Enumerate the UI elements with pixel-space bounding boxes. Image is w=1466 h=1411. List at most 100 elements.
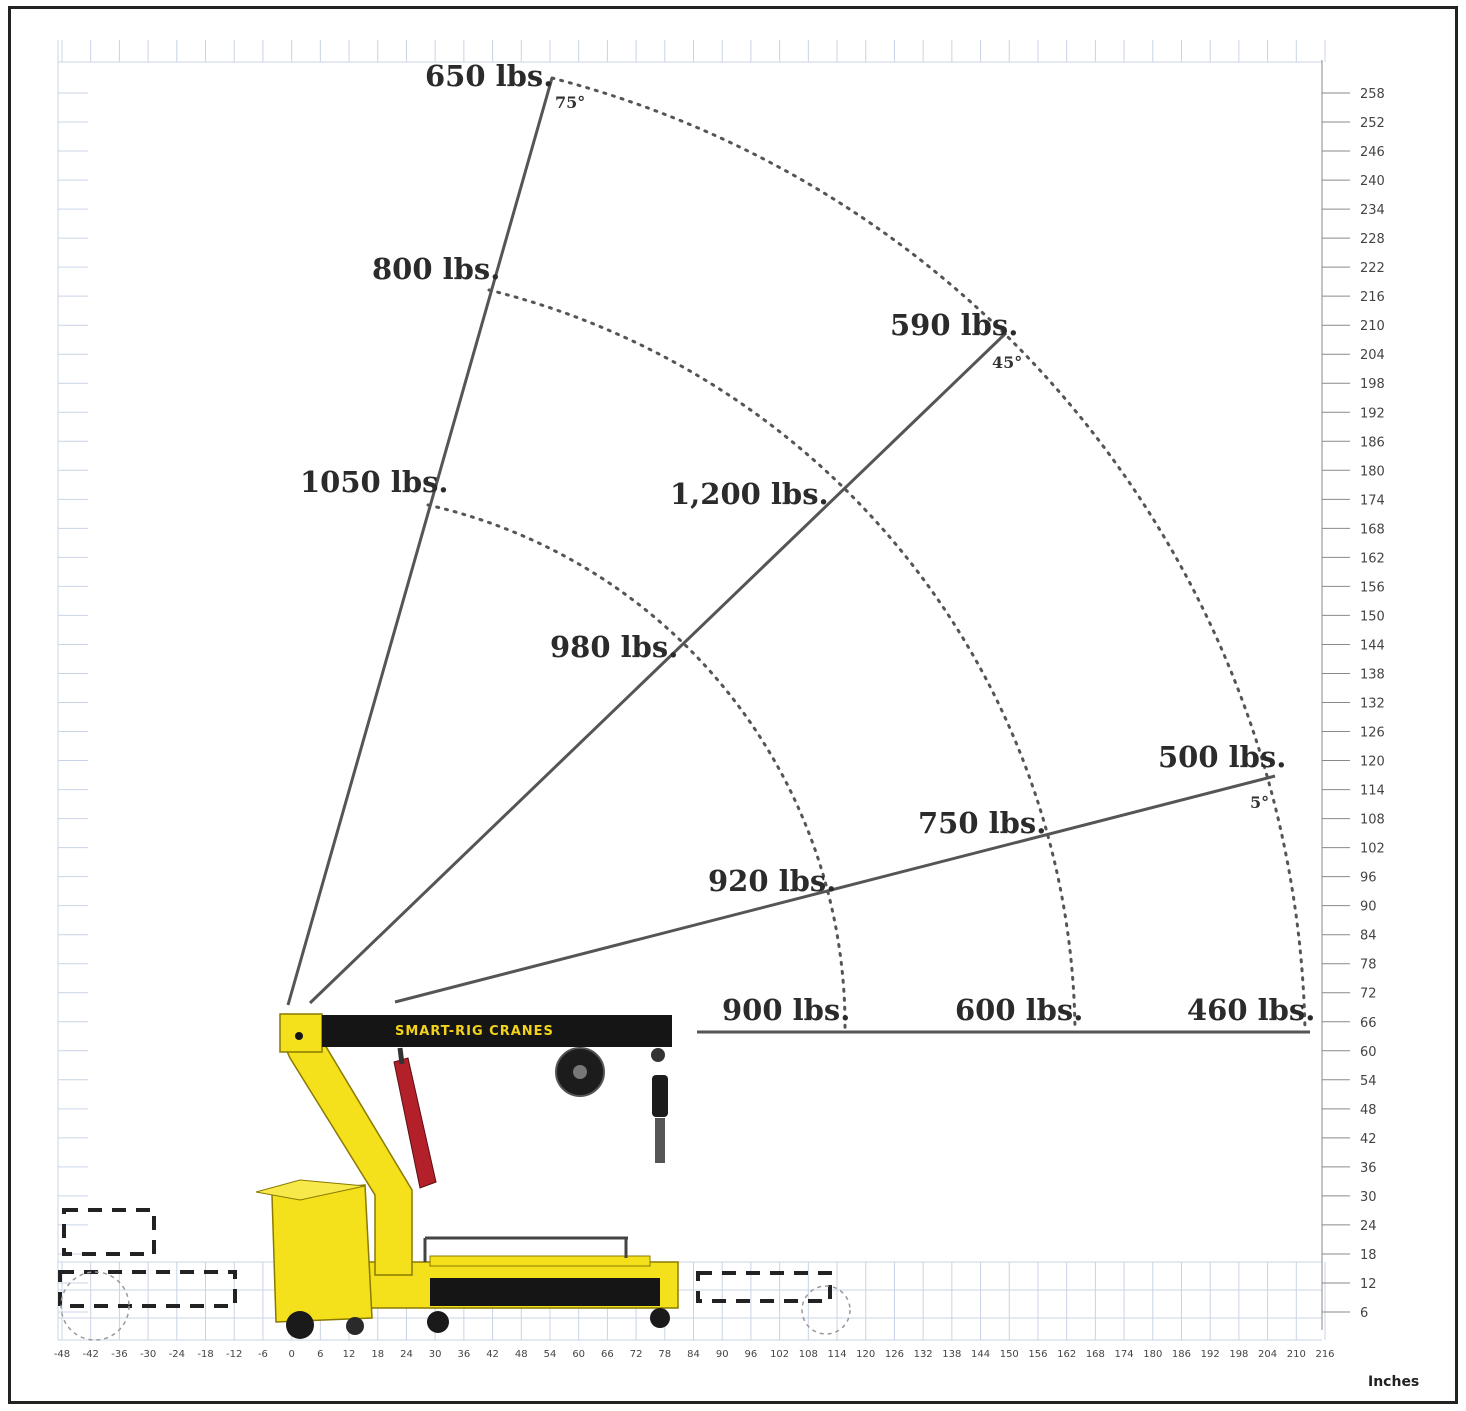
y-axis-tick-label: 30 bbox=[1360, 1190, 1377, 1205]
y-axis-tick-label: 126 bbox=[1360, 726, 1385, 741]
angle-label-75: 75° bbox=[555, 93, 585, 112]
crane-wheel-rear bbox=[286, 1311, 314, 1339]
x-axis-tick-label: 66 bbox=[601, 1349, 614, 1360]
x-axis-tick-label: 12 bbox=[343, 1349, 356, 1360]
y-axis-tick-label: 204 bbox=[1360, 348, 1385, 363]
x-axis-tick-label: 120 bbox=[856, 1349, 875, 1360]
capacity-5-inner: 920 lbs. bbox=[708, 864, 836, 898]
capacity-horizontal-inner: 900 lbs. bbox=[722, 993, 850, 1027]
y-axis-tick-label: 174 bbox=[1360, 493, 1385, 508]
x-axis-tick-label: 72 bbox=[630, 1349, 643, 1360]
x-axis-tick-label: 18 bbox=[371, 1349, 384, 1360]
angle-labels: 75° 45° 5° bbox=[555, 93, 1269, 812]
wheel-outline-rear bbox=[60, 1271, 130, 1341]
x-axis-tick-label: 144 bbox=[971, 1349, 990, 1360]
y-axis-tick-label: 120 bbox=[1360, 755, 1385, 770]
capacity-horizontal-outer: 460 lbs. bbox=[1187, 993, 1315, 1027]
y-axis: 6121824303642485460667278849096102108114… bbox=[1321, 60, 1385, 1330]
x-axis-tick-label: 132 bbox=[914, 1349, 933, 1360]
crane-battery-box bbox=[271, 1184, 373, 1323]
crane-battery-lid bbox=[255, 1179, 366, 1201]
crane-boom-tip-pivot bbox=[651, 1048, 665, 1062]
x-axis-tick-label: 126 bbox=[885, 1349, 904, 1360]
units-label: Inches bbox=[1368, 1374, 1419, 1390]
y-axis-tick-label: 240 bbox=[1360, 174, 1385, 189]
y-axis-tick-label: 246 bbox=[1360, 145, 1385, 160]
x-axis-tick-label: 108 bbox=[799, 1349, 818, 1360]
y-axis-tick-label: 84 bbox=[1360, 929, 1377, 944]
x-axis-tick-label: 198 bbox=[1229, 1349, 1248, 1360]
background-grid bbox=[57, 40, 1326, 1341]
y-axis-tick-label: 210 bbox=[1360, 319, 1385, 334]
capacity-75-inner: 1050 lbs. bbox=[300, 465, 449, 499]
x-axis-tick-label: 192 bbox=[1201, 1349, 1220, 1360]
boom-line-5 bbox=[394, 774, 1276, 1004]
y-axis-tick-label: 228 bbox=[1360, 232, 1385, 247]
y-axis-tick-label: 180 bbox=[1360, 464, 1385, 479]
y-axis-tick-label: 36 bbox=[1360, 1161, 1377, 1176]
crane-boom-arm bbox=[322, 1015, 672, 1047]
y-axis-tick-label: 12 bbox=[1360, 1277, 1377, 1292]
capacity-75-outer: 650 lbs. bbox=[425, 59, 553, 93]
x-axis-tick-label: 204 bbox=[1258, 1349, 1277, 1360]
y-axis-tick-label: 144 bbox=[1360, 638, 1385, 653]
y-axis-tick-label: 168 bbox=[1360, 522, 1385, 537]
crane-wheel-front bbox=[650, 1308, 670, 1328]
x-axis-tick-label: 42 bbox=[486, 1349, 499, 1360]
crane-hook-shank bbox=[655, 1118, 665, 1163]
capacity-labels: 1050 lbs. 800 lbs. 650 lbs. 980 lbs. 1,2… bbox=[300, 59, 1315, 1027]
y-axis-tick-label: 114 bbox=[1360, 784, 1385, 799]
crane-chassis-side bbox=[430, 1278, 660, 1306]
y-axis-tick-label: 192 bbox=[1360, 406, 1385, 421]
y-axis-tick-label: 252 bbox=[1360, 116, 1385, 131]
x-axis-tick-label: 174 bbox=[1115, 1349, 1134, 1360]
y-axis-tick-label: 156 bbox=[1360, 580, 1385, 595]
y-axis-tick-label: 18 bbox=[1360, 1248, 1377, 1263]
x-axis-tick-label: -30 bbox=[140, 1349, 156, 1360]
x-axis-tick-label: 90 bbox=[716, 1349, 729, 1360]
x-axis-tick-label: -48 bbox=[54, 1349, 70, 1360]
x-axis-tick-label: -24 bbox=[169, 1349, 185, 1360]
y-axis-tick-label: 258 bbox=[1360, 87, 1385, 102]
y-axis-tick-label: 186 bbox=[1360, 435, 1385, 450]
x-axis-tick-label: 150 bbox=[1000, 1349, 1019, 1360]
x-axis-tick-label: 138 bbox=[942, 1349, 961, 1360]
crane-illustration: SMART-RIG CRANES bbox=[255, 1013, 679, 1339]
footprint-rear-lower bbox=[58, 1270, 237, 1308]
radius-arcs bbox=[426, 76, 1307, 1032]
x-axis-tick-label: -6 bbox=[258, 1349, 268, 1360]
capacity-45-middle: 1,200 lbs. bbox=[670, 477, 829, 511]
crane-wheel-mid bbox=[346, 1317, 364, 1335]
y-axis-tick-label: 234 bbox=[1360, 203, 1385, 218]
x-axis-tick-label: 216 bbox=[1315, 1349, 1334, 1360]
x-axis-tick-label: 48 bbox=[515, 1349, 528, 1360]
y-axis-tick-label: 72 bbox=[1360, 987, 1377, 1002]
x-axis-tick-label: 186 bbox=[1172, 1349, 1191, 1360]
y-axis-tick-label: 108 bbox=[1360, 813, 1385, 828]
y-axis-tick-label: 48 bbox=[1360, 1103, 1377, 1118]
boom-line-45 bbox=[308, 331, 1008, 1005]
boom-lines bbox=[286, 77, 1310, 1034]
y-axis-tick-label: 132 bbox=[1360, 697, 1385, 712]
y-axis-tick-label: 222 bbox=[1360, 261, 1385, 276]
x-axis-tick-label: 114 bbox=[827, 1349, 846, 1360]
x-axis-tick-label: 84 bbox=[687, 1349, 700, 1360]
x-axis-tick-label: -42 bbox=[83, 1349, 99, 1360]
x-axis-tick-label: 60 bbox=[572, 1349, 585, 1360]
y-axis-tick-label: 6 bbox=[1360, 1306, 1368, 1321]
y-axis-tick-label: 198 bbox=[1360, 377, 1385, 392]
radius-arc-inner bbox=[426, 503, 847, 1032]
y-axis-tick-label: 42 bbox=[1360, 1132, 1377, 1147]
x-axis-tick-label: 24 bbox=[400, 1349, 413, 1360]
crane-mast bbox=[280, 1039, 413, 1276]
angle-label-5: 5° bbox=[1250, 793, 1269, 812]
capacity-45-inner: 980 lbs. bbox=[550, 630, 678, 664]
wheel-outlines bbox=[60, 1271, 851, 1341]
x-axis-tick-label: 36 bbox=[457, 1349, 470, 1360]
x-axis-tick-label: -12 bbox=[226, 1349, 242, 1360]
x-axis-tick-label: 96 bbox=[745, 1349, 758, 1360]
y-axis-tick-label: 150 bbox=[1360, 609, 1385, 624]
y-axis-tick-label: 24 bbox=[1360, 1219, 1377, 1234]
